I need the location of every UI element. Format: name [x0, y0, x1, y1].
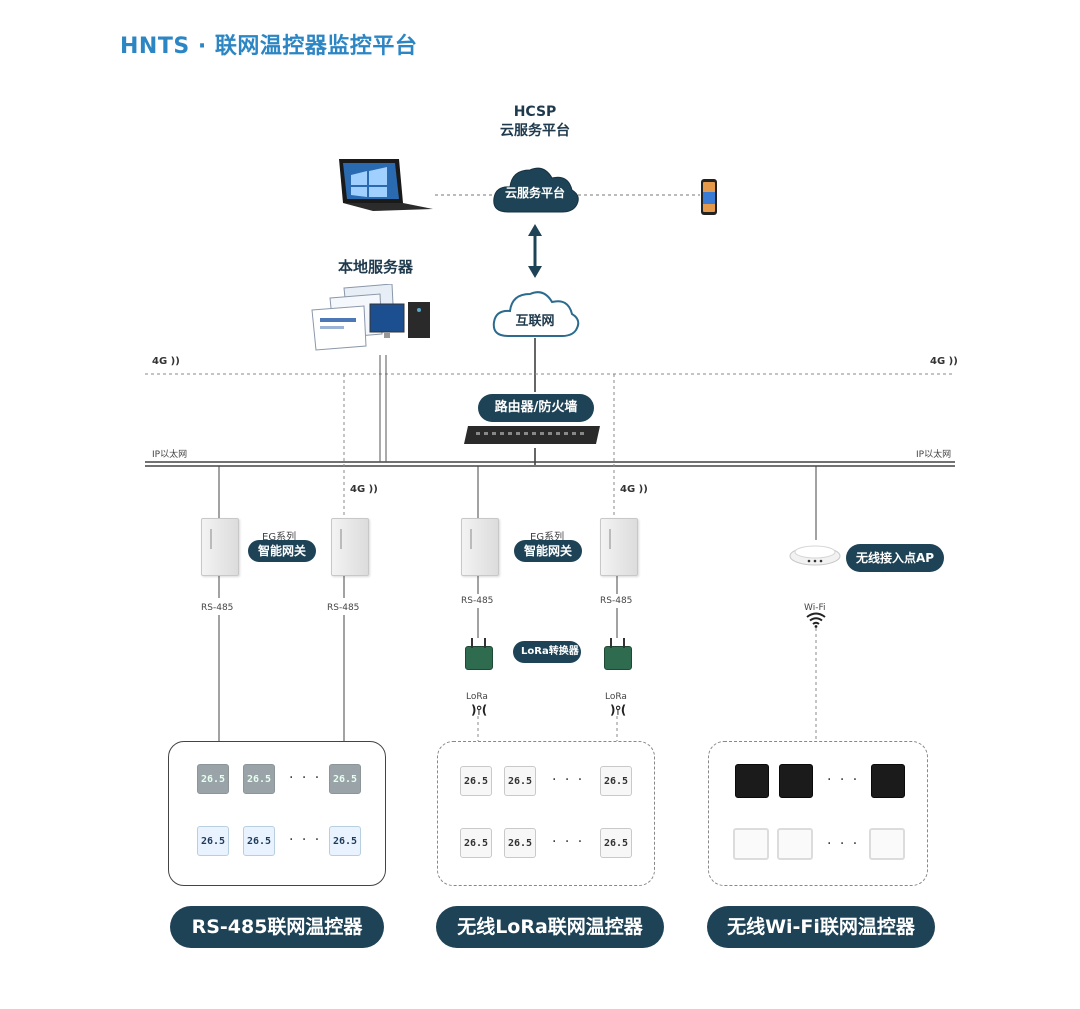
router-label: 路由器/防火墙 — [478, 394, 594, 422]
lora-label: LoRa — [466, 692, 488, 702]
access-point-pill: 无线接入点AP — [846, 544, 944, 572]
thermostat-icon — [871, 764, 905, 798]
cloud-icon — [492, 291, 580, 337]
gateway-series-label: EG系列 — [262, 532, 297, 543]
ellipsis: · · · — [827, 772, 860, 788]
signal-4g-icon: 4G )) — [350, 484, 378, 495]
thermostat-icon: 26.5 — [504, 828, 536, 858]
signal-4g-icon: 4G )) — [620, 484, 648, 495]
ellipsis: · · · — [827, 836, 860, 852]
ellipsis: · · · — [552, 834, 585, 850]
gateway-pill: 智能网关 — [514, 540, 582, 562]
ellipsis: · · · — [289, 832, 322, 848]
lora-label: LoRa — [605, 692, 627, 702]
thermostat-icon: 26.5 — [460, 766, 492, 796]
signal-4g-icon: 4G )) — [152, 356, 180, 367]
rs485-label: RS-485 — [461, 596, 494, 606]
antenna-icon: )⫯( — [610, 703, 627, 717]
wifi-icon — [805, 612, 827, 628]
thermostat-icon — [779, 764, 813, 798]
gateway-icon — [201, 518, 239, 576]
group-name-lora: 无线LoRa联网温控器 — [436, 906, 664, 948]
server-icon — [310, 283, 440, 356]
internet-cloud: 互联网 — [488, 280, 582, 340]
gateway-icon — [600, 518, 638, 576]
group-name-wifi: 无线Wi-Fi联网温控器 — [707, 906, 935, 948]
ellipsis: · · · — [552, 772, 585, 788]
thermostat-icon — [869, 828, 905, 860]
lora-thermostat-group: 26.5 26.5 · · · 26.5 26.5 26.5 · · · 26.… — [437, 741, 655, 886]
lora-converter-icon — [604, 638, 632, 670]
cloud-header-line2: 云服务平台 — [500, 123, 570, 139]
thermostat-icon: 26.5 — [243, 764, 275, 794]
rs485-label: RS-485 — [327, 603, 360, 613]
cloud-platform: 云服务平台 — [488, 156, 582, 218]
cloud-icon — [493, 167, 579, 213]
rs485-thermostat-group: 26.5 26.5 · · · 26.5 26.5 26.5 · · · 26.… — [168, 741, 386, 886]
lora-converter-icon — [465, 638, 493, 670]
thermostat-icon: 26.5 — [243, 826, 275, 856]
antenna-icon: )⫯( — [471, 703, 488, 717]
local-server-label: 本地服务器 — [338, 258, 414, 276]
wifi-thermostat-group: · · · · · · — [708, 741, 928, 886]
thermostat-icon — [735, 764, 769, 798]
wifi-label: Wi-Fi — [804, 603, 826, 613]
rs485-label: RS-485 — [600, 596, 633, 606]
thermostat-icon: 26.5 — [329, 764, 361, 794]
laptop-icon — [333, 157, 435, 213]
thermostat-icon — [777, 828, 813, 860]
thermostat-icon — [733, 828, 769, 860]
signal-4g-icon: 4G )) — [930, 356, 958, 367]
cloud-label: 云服务平台 — [504, 186, 565, 200]
thermostat-icon: 26.5 — [600, 766, 632, 796]
thermostat-icon: 26.5 — [504, 766, 536, 796]
cloud-header-line1: HCSP — [513, 104, 557, 120]
gateway-icon — [331, 518, 369, 576]
cloud-header: HCSP 云服务平台 — [495, 104, 575, 140]
internet-label: 互联网 — [515, 314, 555, 329]
router-icon — [462, 424, 602, 448]
thermostat-icon: 26.5 — [197, 764, 229, 794]
thermostat-icon: 26.5 — [197, 826, 229, 856]
ellipsis: · · · — [289, 770, 322, 786]
group-name-rs485: RS-485联网温控器 — [170, 906, 384, 948]
lora-converter-pill: LoRa转换器 — [513, 641, 581, 663]
thermostat-icon: 26.5 — [600, 828, 632, 858]
gateway-series-label: EG系列 — [530, 532, 565, 543]
phone-icon — [700, 178, 718, 216]
thermostat-icon: 26.5 — [460, 828, 492, 858]
ethernet-label-left: IP以太网 — [152, 450, 188, 460]
gateway-icon — [461, 518, 499, 576]
rs485-label: RS-485 — [201, 603, 234, 613]
page-title: HNTS · 联网温控器监控平台 — [120, 34, 418, 59]
gateway-pill: 智能网关 — [248, 540, 316, 562]
access-point-icon — [789, 542, 841, 566]
ethernet-label-right: IP以太网 — [916, 450, 952, 460]
thermostat-icon: 26.5 — [329, 826, 361, 856]
